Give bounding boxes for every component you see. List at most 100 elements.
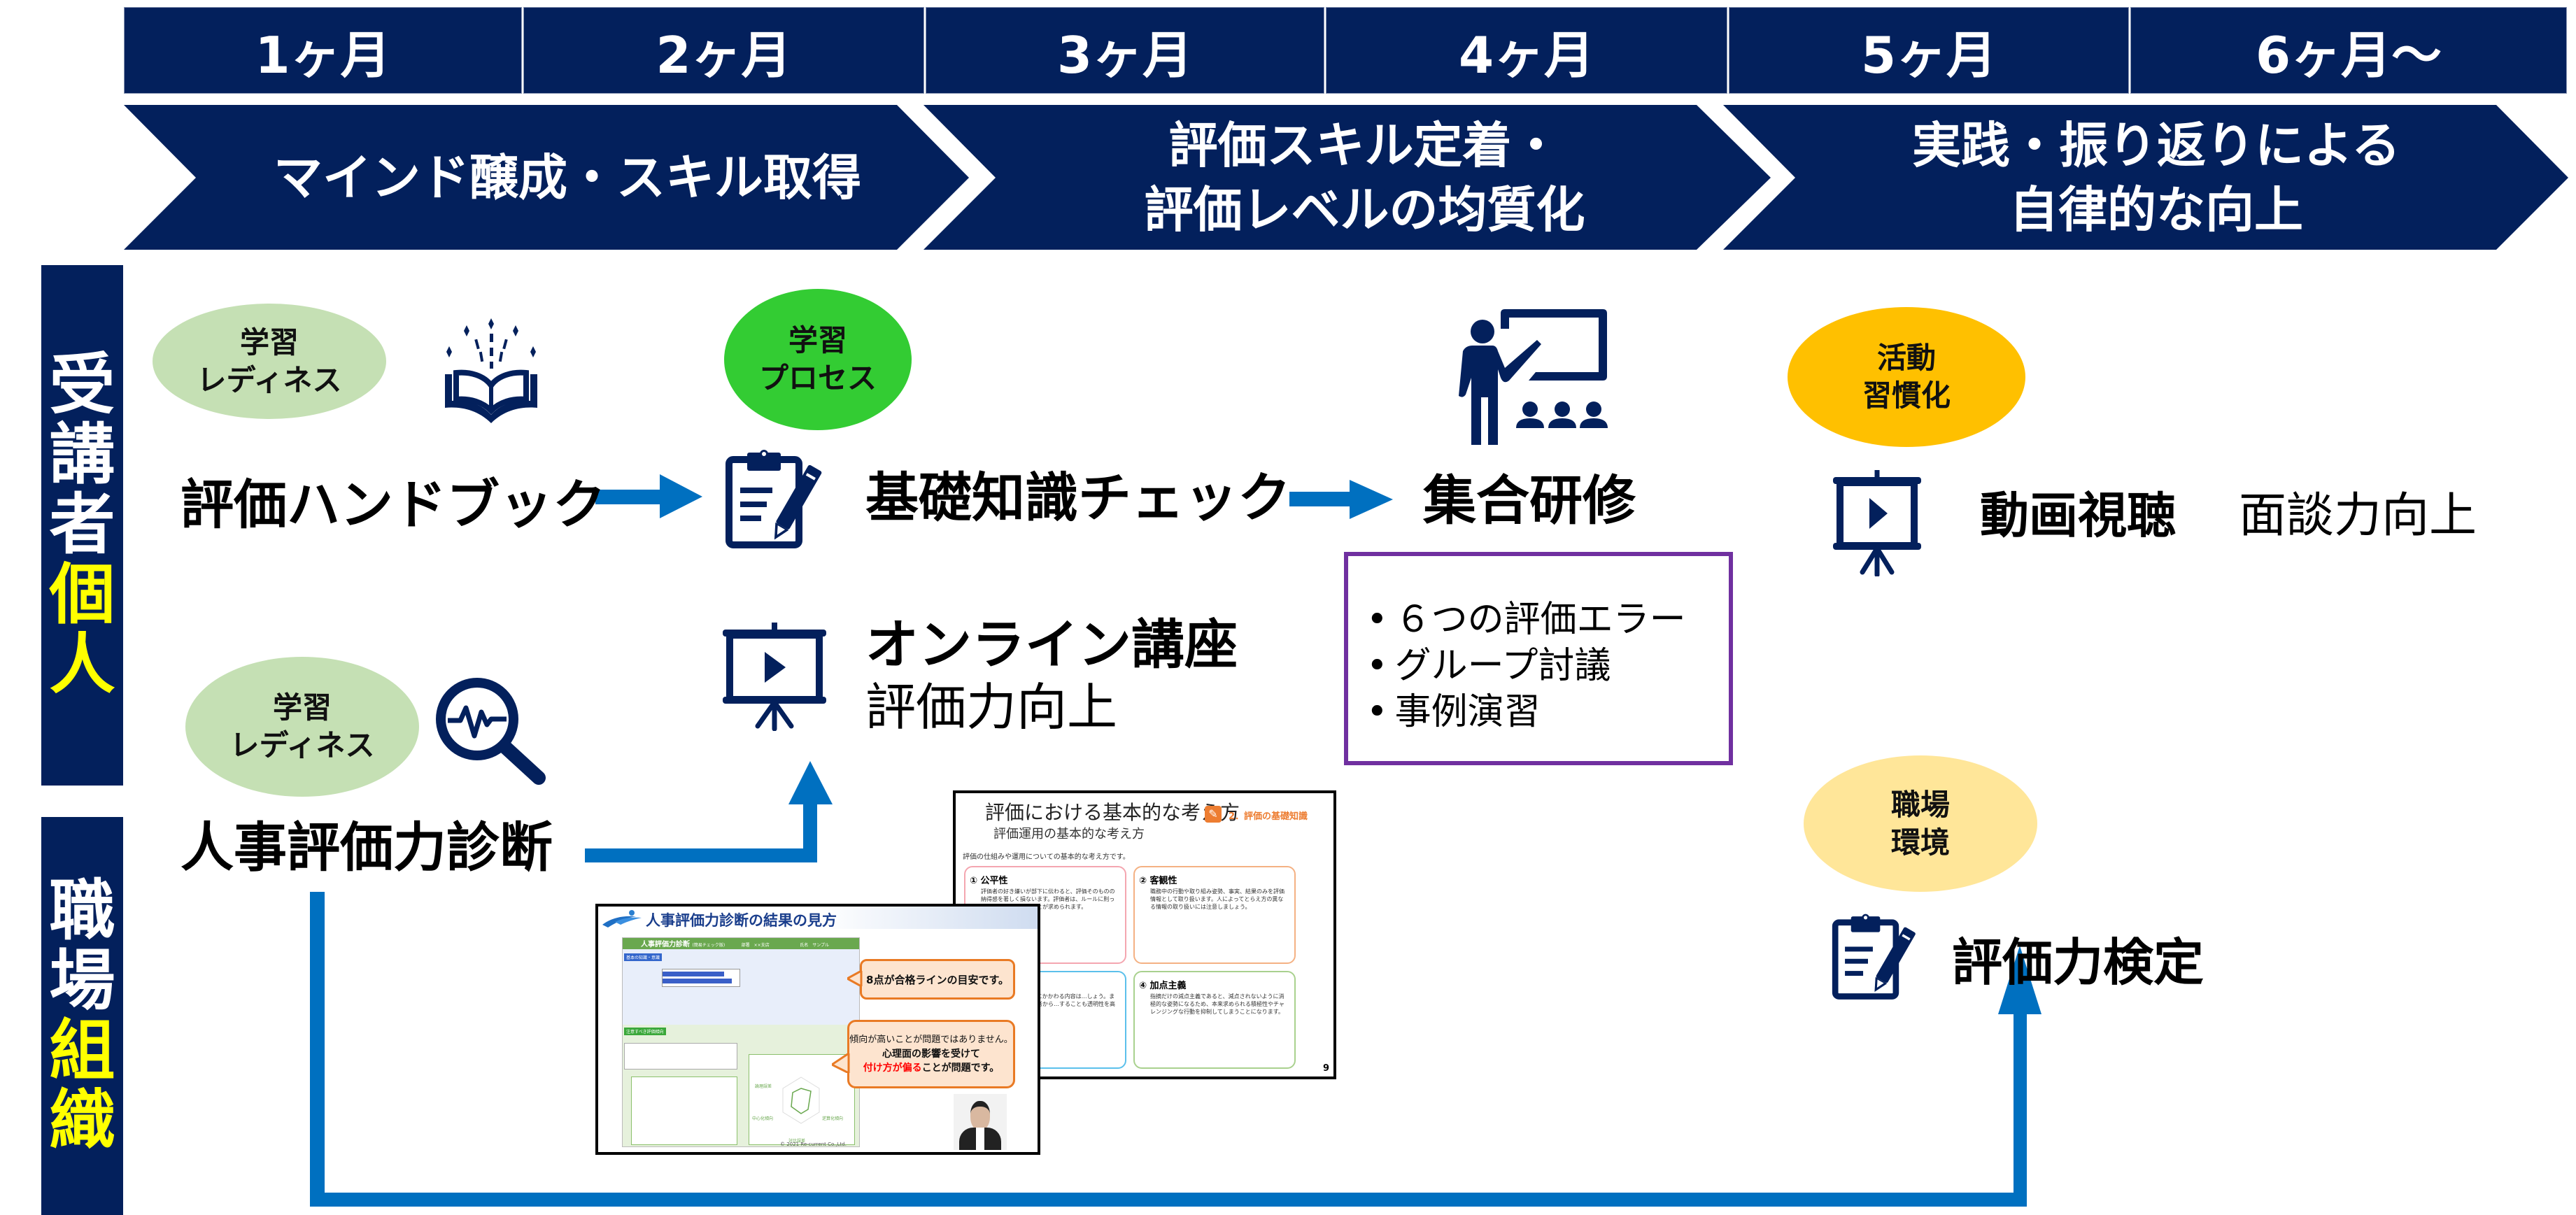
month-header-3: 3ヶ月 (926, 7, 1324, 94)
badge-learning-process: 学習 プロセス (724, 289, 912, 430)
badge-learning-readiness-top: 学習 レディネス (153, 304, 386, 419)
presenter-shirt (976, 1128, 984, 1150)
diagnosis-sheet: 人事評価力診断 (簡易チェック版) 部署 ××支店 氏名 サンプル 基本の知識・… (622, 937, 860, 1147)
step-group-training: 集合研修 (1423, 469, 1636, 532)
detail-item: グループ討議 (1366, 643, 1729, 689)
step-online-course: オンライン講座 (865, 613, 1238, 676)
tendency-notes (631, 1077, 737, 1145)
row-label-char: 場 (49, 942, 115, 1019)
callout-line3: 付け方が偏ることが問題です。 (863, 1061, 1000, 1075)
badge-line1: 職場 (1890, 787, 1950, 822)
slide-title: 評価における基本的な考え方 (985, 801, 1240, 824)
section-tag-icon: ✎ (1205, 806, 1222, 823)
badge-line1: 学習 (239, 325, 299, 360)
badge-line2: 環境 (1890, 825, 1950, 860)
card-objectivity: ② 客観性 職務中の行動や取り組み姿勢、事実、結果のみを評価情報として取り扱いま… (1133, 866, 1296, 964)
row-label-char: 者 (49, 487, 115, 563)
card-title: ④ 加点主義 (1139, 981, 1187, 991)
tendency-table (624, 1043, 737, 1070)
chevron-shape (124, 105, 969, 250)
card-merit-system: ④ 加点主義 指摘だけの減点主義であると、減点されないように消極的な姿勢になるた… (1133, 971, 1296, 1069)
chevron-shape (1723, 105, 2568, 250)
radar-chart-panel: 論理誤差 中心化傾向 対比誤差 逆算化傾向 (749, 1054, 855, 1145)
phase-label-line2: 自律的な向上 (2009, 180, 2303, 239)
arrow-diagnosis-to-certification (310, 892, 2041, 1207)
phase-chevron-3: 実践・振り返りによる 自律的な向上 (1723, 105, 2568, 250)
month-header-2: 2ヶ月 (523, 7, 924, 94)
callout-text: 心理面の影響を受けて (882, 1049, 980, 1060)
badge-line1: 活動 (1876, 341, 1936, 375)
row-label-char: 受 (49, 347, 115, 423)
badge-line2: レディネス (197, 362, 342, 397)
radar-label: 逆算化傾向 (822, 1116, 844, 1121)
badge-learning-readiness-bottom: 学習 レディネス (185, 657, 419, 797)
step-online-course-subtitle: 評価力向上 (865, 678, 1118, 737)
radar-label: 対比誤差 (788, 1139, 806, 1144)
badge-activity-habit: 活動 習慣化 (1788, 307, 2025, 447)
teacher-classroom-icon (1459, 309, 1608, 445)
sheet-name: 氏名 サンプル (800, 943, 830, 948)
callout-pointer (832, 1053, 850, 1073)
badge-line2: プロセス (758, 361, 877, 395)
radar-shape (782, 1077, 820, 1124)
row-label-char: 職 (49, 872, 115, 949)
phase-label-line1: 実践・振り返りによる (1912, 116, 2400, 174)
callout-text: 8点が合格ラインの目安です。 (866, 973, 1009, 986)
phase-label: マインド醸成・スキル取得 (274, 148, 861, 206)
slide-title: 人事評価力診断の結果の見方 (646, 912, 837, 929)
month-header-4: 4ヶ月 (1326, 7, 1727, 94)
row-label-char-highlight: 組 (49, 1012, 115, 1089)
badge-line1: 学習 (272, 690, 332, 725)
company-logo-icon (602, 910, 642, 928)
card-title: ① 公平性 (970, 876, 1008, 886)
arrow-check-to-training (1289, 480, 1393, 519)
callout-passing-line: 8点が合格ラインの目安です。 (860, 959, 1015, 1000)
row-label-char-highlight: 人 (49, 627, 115, 703)
slide-subtitle: 評価運用の基本的な考え方 (993, 827, 1145, 841)
step-knowledge-check: 基礎知識チェック (865, 467, 1291, 529)
slide-title-bar (598, 907, 1038, 929)
section-basic-label: 基本の知識・意識 (624, 953, 663, 961)
group-training-details: ６つの評価エラー グループ討議 事例演習 (1344, 552, 1733, 765)
open-book-icon (445, 318, 537, 423)
slide-diagnosis-results: 人事評価力診断の結果の見方 人事評価力診断 (簡易チェック版) 部署 ××支店 … (595, 904, 1040, 1155)
phase-chevron-2: 評価スキル定着・ 評価レベルの均質化 (923, 105, 1771, 250)
basic-bar-awareness (663, 979, 732, 983)
callout-text: ことが問題です。 (921, 1063, 1000, 1074)
callout-pointer (847, 971, 863, 986)
card-title: ② 客観性 (1139, 876, 1177, 886)
row-label-char-highlight: 織 (49, 1082, 115, 1159)
presenter-head (970, 1101, 990, 1130)
month-header-1: 1ヶ月 (124, 7, 522, 94)
radar-label: 論理誤差 (755, 1084, 772, 1089)
section-tag: 2．評価の基礎知識 (1229, 811, 1308, 822)
step-certification: 評価力検定 (1952, 933, 2205, 992)
callout-highlight: 付け方が偏る (863, 1063, 922, 1074)
presenter-video-thumbnail[interactable] (954, 1094, 1007, 1150)
copyright: © 2021 Re-current Co.,Ltd. (780, 1142, 847, 1147)
card-text: 指摘だけの減点主義であると、減点されないように消極的な姿勢になるため、本来求めら… (1150, 993, 1285, 1015)
step-video: 動画視聴 (1980, 487, 2176, 544)
month-header-5: 5ヶ月 (1729, 7, 2129, 94)
row-label-individual: 受 講 者 個 人 (41, 265, 123, 786)
detail-item: 事例演習 (1366, 689, 1729, 735)
step-diagnosis: 人事評価力診断 (181, 816, 553, 879)
callout-bias-problem: 傾向が高いことが問題ではありません。 心理面の影響を受けて 付け方が偏ることが問… (847, 1020, 1015, 1088)
basic-bars (662, 969, 740, 987)
video-presentation-icon (723, 623, 826, 731)
sheet-dept: 部署 ××支店 (741, 943, 770, 948)
phase-chevron-1: マインド醸成・スキル取得 (124, 105, 969, 250)
row-label-organization: 職 場 組 織 (41, 817, 123, 1215)
badge-workplace-environment: 職場 環境 (1804, 755, 2037, 892)
arrow-diagnosis-to-online (585, 761, 833, 862)
video-presentation-icon (1833, 470, 1921, 576)
arrow-handbook-to-check (595, 474, 702, 518)
row-label-char-highlight: 個 (49, 557, 115, 633)
sheet-header: 人事評価力診断 (簡易チェック版) 部署 ××支店 氏名 サンプル (623, 938, 859, 949)
badge-line2: 習慣化 (1862, 378, 1951, 413)
month-header-6: 6ヶ月〜 (2130, 7, 2567, 94)
row-label-char: 講 (49, 417, 115, 493)
badge-line2: レディネス (229, 728, 375, 762)
clipboard-pencil-icon (726, 450, 822, 548)
radar-label: 中心化傾向 (752, 1116, 774, 1121)
